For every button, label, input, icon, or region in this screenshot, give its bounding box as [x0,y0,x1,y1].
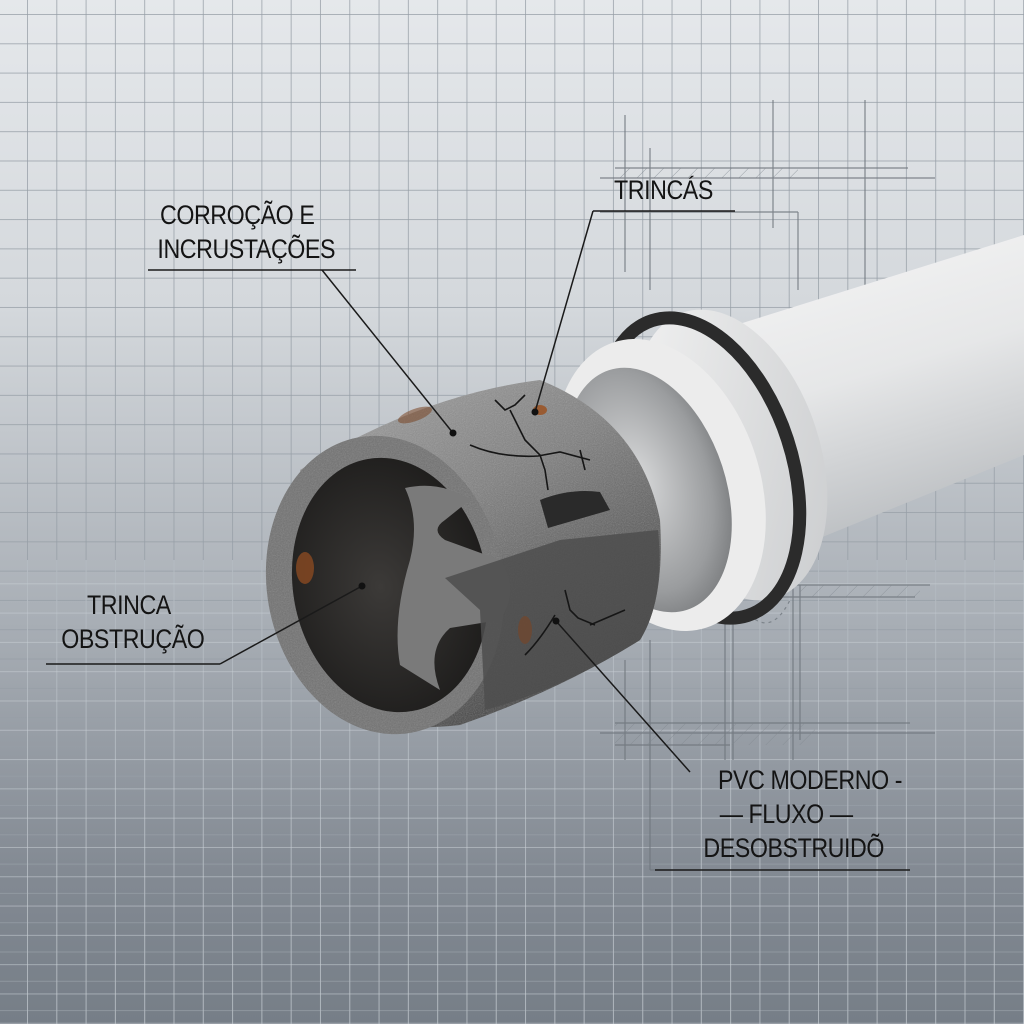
label-corrosion: CORROÇÃO E INCRUSTAÇÕES [157,198,336,266]
cracks-leader [534,210,594,413]
label-obstruction: TRINCA OBSTRUÇÃO [61,588,205,656]
obstruction-chunk [397,485,510,690]
label-pvc-line2: — FLUXO — [719,799,853,829]
label-pvc-line3: DESOBSTRUIDÕ [703,833,885,863]
label-pvc: PVC MODERNO - — FLUXO — DESOBSTRUIDÕ [703,763,903,865]
label-cracks-line1: TRINCÁS [614,175,713,205]
pvc-point [552,617,560,625]
cracks-point [531,408,539,416]
label-obstruction-line2: OBSTRUÇÃO [61,624,205,654]
obstruction-point [358,582,366,590]
rust-spot [296,552,314,584]
cracks [469,394,626,656]
pvc-leader [555,620,691,773]
label-cracks: TRINCÁS [614,173,713,207]
label-corrosion-line1: CORROÇÃO E [160,200,315,230]
corrosion-point [449,429,457,437]
corrosion-leader [321,269,454,434]
obstruction-leader [219,585,363,665]
label-obstruction-line1: TRINCA [87,590,171,620]
label-corrosion-line2: INCRUSTAÇÕES [157,234,336,264]
label-pvc-line1: PVC MODERNO - [718,765,903,795]
